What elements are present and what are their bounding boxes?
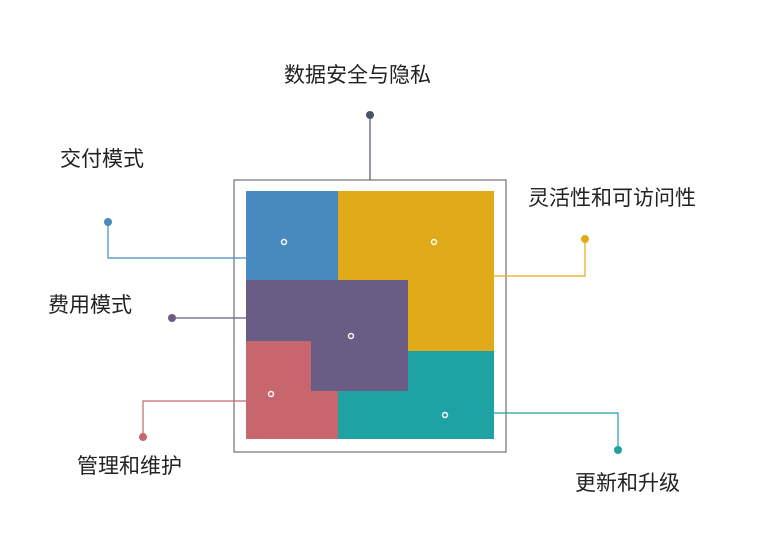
label-data-security: 数据安全与隐私 (284, 63, 431, 87)
label-updates: 更新和升级 (575, 471, 680, 495)
label-cost-mode: 费用模式 (48, 293, 132, 317)
label-management: 管理和维护 (77, 454, 182, 478)
label-delivery-mode: 交付模式 (60, 147, 144, 171)
dot-data-security (366, 111, 374, 119)
dot-cost-mode (168, 314, 176, 322)
red-center-dot (267, 390, 275, 398)
dot-delivery-mode (104, 218, 112, 226)
purple-center-dot (347, 332, 355, 340)
dot-flexibility (581, 235, 589, 243)
dot-management (139, 433, 147, 441)
label-flexibility: 灵活性和可访问性 (528, 186, 696, 210)
yellow-center-dot (430, 238, 438, 246)
dot-updates (614, 446, 622, 454)
block-blue (246, 191, 338, 280)
connector-flexibility (494, 239, 586, 277)
connector-updates (494, 412, 619, 450)
connector-management (142, 400, 246, 437)
teal-center-dot (441, 411, 449, 419)
blue-center-dot (280, 238, 288, 246)
block-purple (246, 280, 408, 391)
connector-delivery-mode (107, 222, 246, 259)
